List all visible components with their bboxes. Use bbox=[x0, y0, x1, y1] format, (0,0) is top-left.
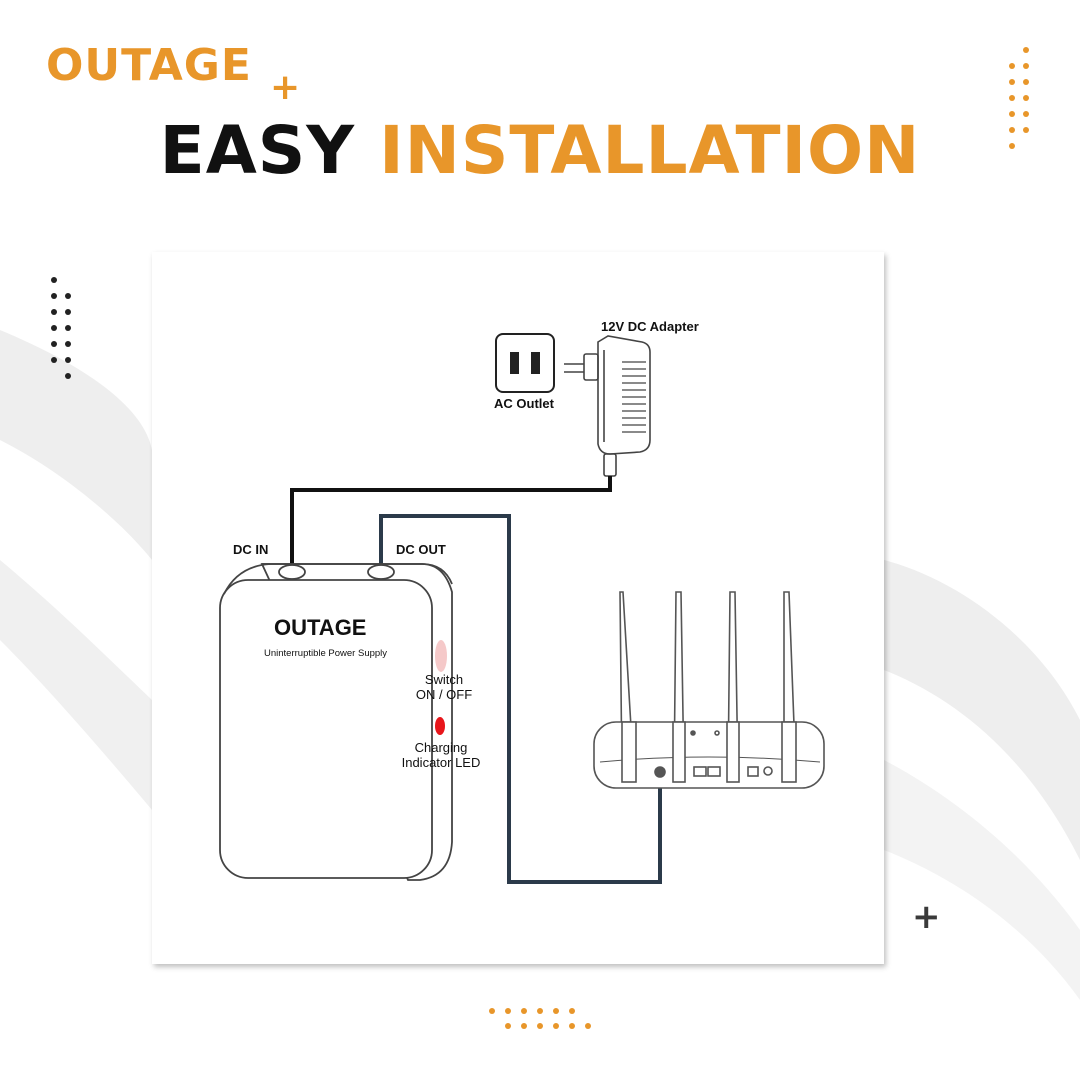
router-icon bbox=[593, 591, 825, 789]
dots-decoration-bottom bbox=[489, 1008, 591, 1029]
led-label-line2: Indicator LED bbox=[401, 754, 481, 770]
dc-out-label: DC OUT bbox=[396, 542, 446, 557]
switch-label-line2: ON / OFF bbox=[415, 686, 473, 702]
headline: EASY INSTALLATION bbox=[0, 118, 1080, 184]
dots-decoration-top-right bbox=[1009, 47, 1029, 149]
brand-title: OUTAGE bbox=[46, 40, 252, 91]
headline-word-installation: INSTALLATION bbox=[379, 112, 921, 189]
power-input-cable bbox=[290, 476, 612, 568]
led-label-line1: Charging bbox=[414, 740, 468, 755]
ac-outlet-icon bbox=[495, 333, 555, 393]
ups-device-icon bbox=[219, 563, 453, 881]
plus-icon: + bbox=[270, 67, 301, 108]
dots-decoration-left bbox=[51, 277, 71, 379]
power-output-cable bbox=[379, 514, 662, 884]
outlet-label: AC Outlet bbox=[494, 396, 554, 411]
plus-icon: + bbox=[912, 897, 941, 937]
ups-subtitle: Uninterruptible Power Supply bbox=[264, 648, 388, 659]
installation-diagram: 12V DC Adapter AC Outlet DC IN DC OUT OU… bbox=[152, 252, 884, 964]
adapter-label: 12V DC Adapter bbox=[601, 319, 699, 334]
led-label: Charging Indicator LED bbox=[396, 740, 486, 771]
dc-adapter-icon bbox=[564, 335, 651, 477]
charging-led bbox=[435, 717, 445, 735]
ups-brand: OUTAGE bbox=[274, 615, 367, 640]
dc-in-label: DC IN bbox=[233, 542, 269, 557]
headline-word-easy: EASY bbox=[159, 112, 356, 189]
switch-label-line1: Switch bbox=[424, 672, 464, 687]
switch-label: Switch ON / OFF bbox=[406, 672, 482, 703]
power-switch bbox=[435, 640, 447, 672]
wiring-diagram bbox=[219, 333, 825, 884]
